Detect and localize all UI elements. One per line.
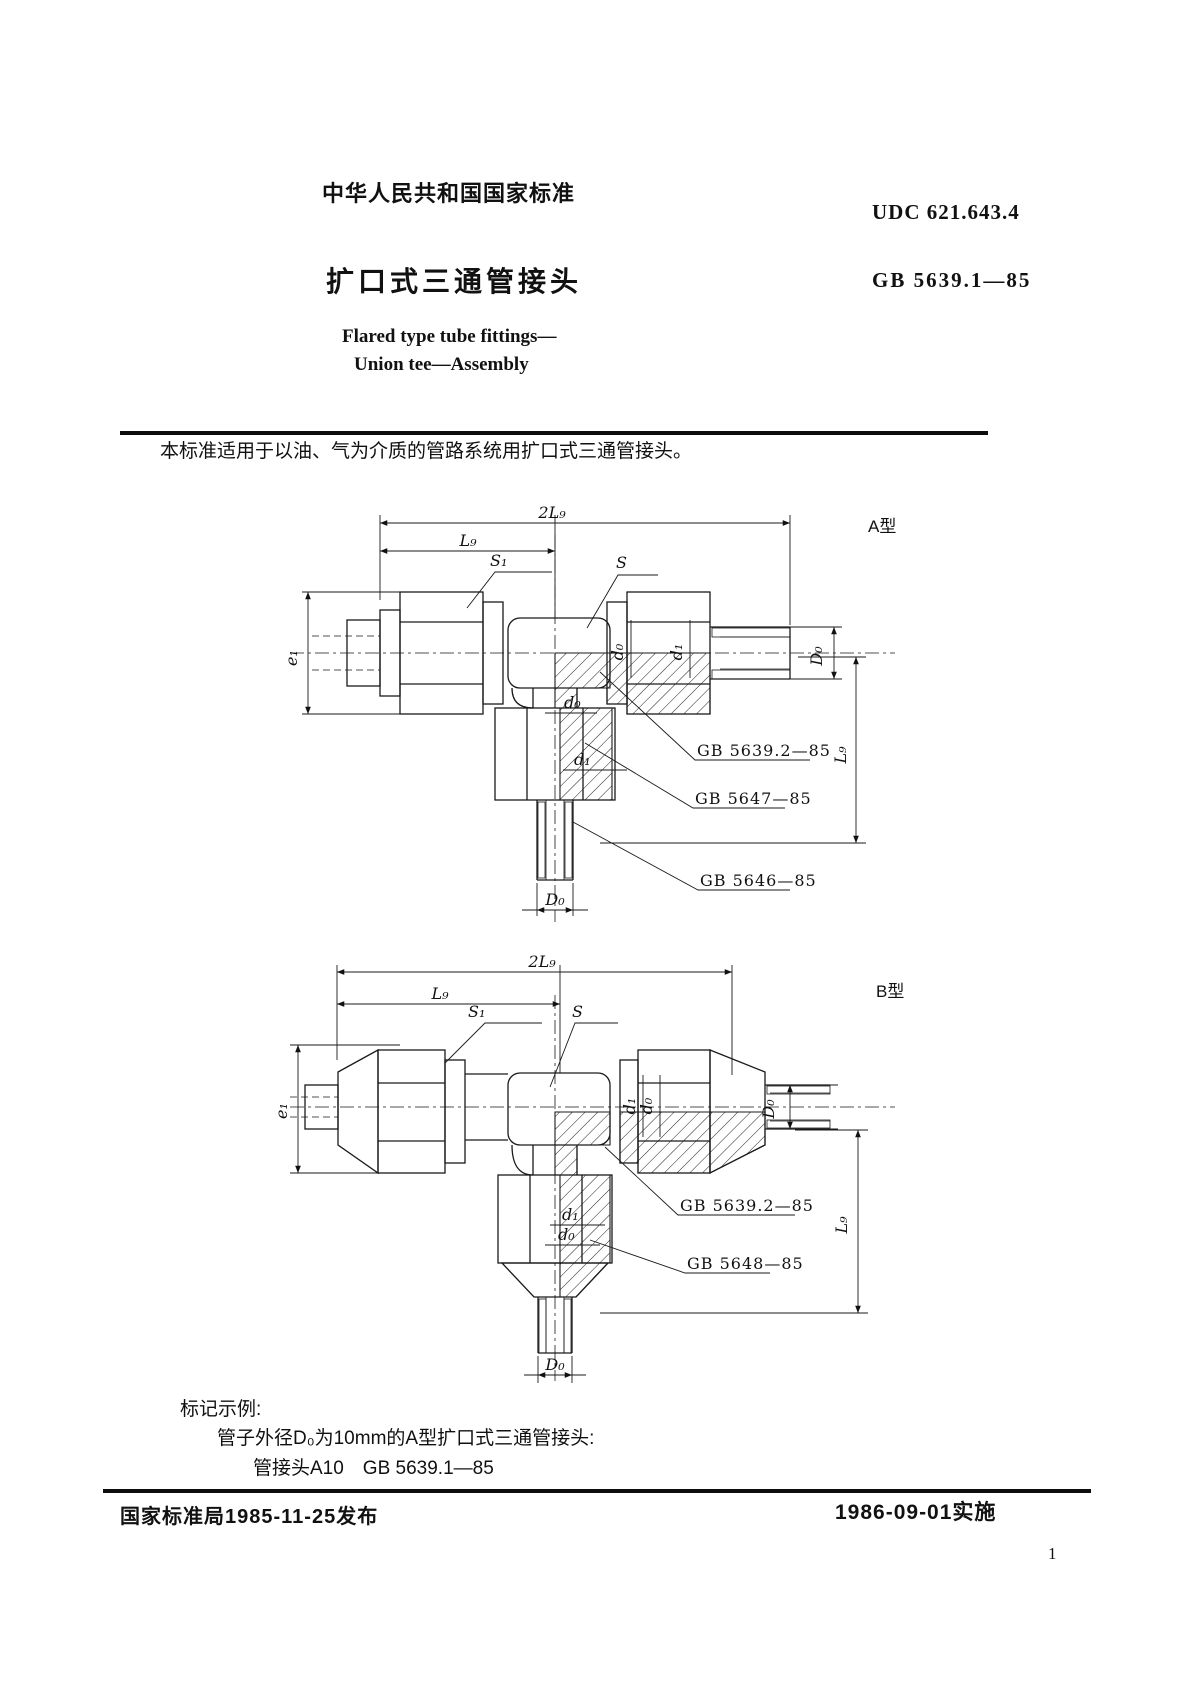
udc-number: UDC 621.643.4 <box>872 200 1020 224</box>
ref-label-body-standard: GB 5639.2—85 <box>680 1196 814 1215</box>
dim-label-d0-rotated: d₀ <box>608 643 627 660</box>
dim-label-d1-branch: d₁ <box>574 750 591 769</box>
dim-label-D0-right: D₀ <box>807 646 826 667</box>
dim-label-d1-rotated: d₁ <box>667 644 686 661</box>
dim-label-l9: L₉ <box>458 531 477 550</box>
figure-a-fitting-outline <box>312 591 791 881</box>
dim-label-L9-right: L₉ <box>831 746 850 765</box>
dim-label-D0-bottom: D₀ <box>544 1355 565 1374</box>
dim-label-d1-branch: d₁ <box>562 1205 579 1224</box>
ref-label-nut-standard: GB 5646—85 <box>700 871 817 890</box>
dim-label-2l9: 2L₉ <box>537 503 566 522</box>
dim-label-d0-branch: d₀ <box>564 693 581 712</box>
dim-label-e1: e₁ <box>272 1103 291 1119</box>
header-rule <box>120 431 988 435</box>
footer-implemented-date: 1986-09-01实施 <box>835 1501 997 1524</box>
document-title-en-line1: Flared type tube fittings— <box>342 326 557 347</box>
document-title-zh: 扩口式三通管接头 <box>326 266 583 297</box>
figure-a-drawing: 2L₉ L₉ S₁ S e₁ d₀ d₁ D₀ L₉ d₀ d₁ D₀ GB 5… <box>282 503 895 922</box>
figure-b-fitting-outline <box>290 1048 830 1354</box>
figure-b-dimension-lines <box>290 965 868 1383</box>
dim-label-s: S <box>616 553 627 572</box>
footer-issued-date: 国家标准局1985-11-25发布 <box>120 1506 379 1528</box>
dim-label-d1-rotated: d₁ <box>620 1098 639 1115</box>
figure-b-centerlines <box>290 995 895 1381</box>
figure-a-leader-lines <box>466 571 810 891</box>
ref-label-body-standard: GB 5639.2—85 <box>697 741 831 760</box>
dim-label-e1: e₁ <box>282 650 301 666</box>
dim-label-2l9: 2L₉ <box>527 952 556 971</box>
dim-label-d0-rotated: d₀ <box>637 1097 656 1114</box>
document-title-en-line2: Union tee—Assembly <box>354 354 529 375</box>
footer-rule <box>103 1489 1091 1493</box>
scope-text: 本标准适用于以油、气为介质的管路系统用扩口式三通管接头。 <box>160 441 693 462</box>
example-line1: 管子外径D₀为10mm的A型扩口式三通管接头: <box>217 1428 595 1449</box>
example-line2: 管接头A10 GB 5639.1—85 <box>253 1458 494 1479</box>
ref-label-sleeve-standard: GB 5647—85 <box>695 789 812 808</box>
standard-number: GB 5639.1—85 <box>872 268 1032 292</box>
example-heading: 标记示例: <box>180 1399 262 1420</box>
dim-label-D0-bottom: D₀ <box>544 890 565 909</box>
dim-label-l9: L₉ <box>430 984 449 1003</box>
figure-a-dimension-lines <box>302 515 866 916</box>
figure-b-type-label: B型 <box>876 982 905 1001</box>
dim-label-s1: S₁ <box>490 551 507 570</box>
dim-label-d0-branch: d₀ <box>558 1225 575 1244</box>
figure-a-type-label: A型 <box>868 517 897 536</box>
org-title: 中华人民共和国国家标准 <box>322 181 576 206</box>
figure-a-section-hatching <box>537 627 791 879</box>
page-number: 1 <box>1048 1544 1057 1563</box>
dim-label-D0-right: D₀ <box>759 1099 778 1120</box>
ref-label-nut-standard: GB 5648—85 <box>687 1254 804 1273</box>
dim-label-s1: S₁ <box>468 1002 485 1021</box>
dim-label-L9-right: L₉ <box>832 1216 851 1235</box>
figure-b-leader-lines <box>444 1022 795 1274</box>
dim-label-s: S <box>572 1002 583 1021</box>
figure-b-drawing: 2L₉ L₉ S₁ S e₁ d₁ d₀ D₀ L₉ d₁ d₀ D₀ GB 5… <box>272 952 895 1383</box>
